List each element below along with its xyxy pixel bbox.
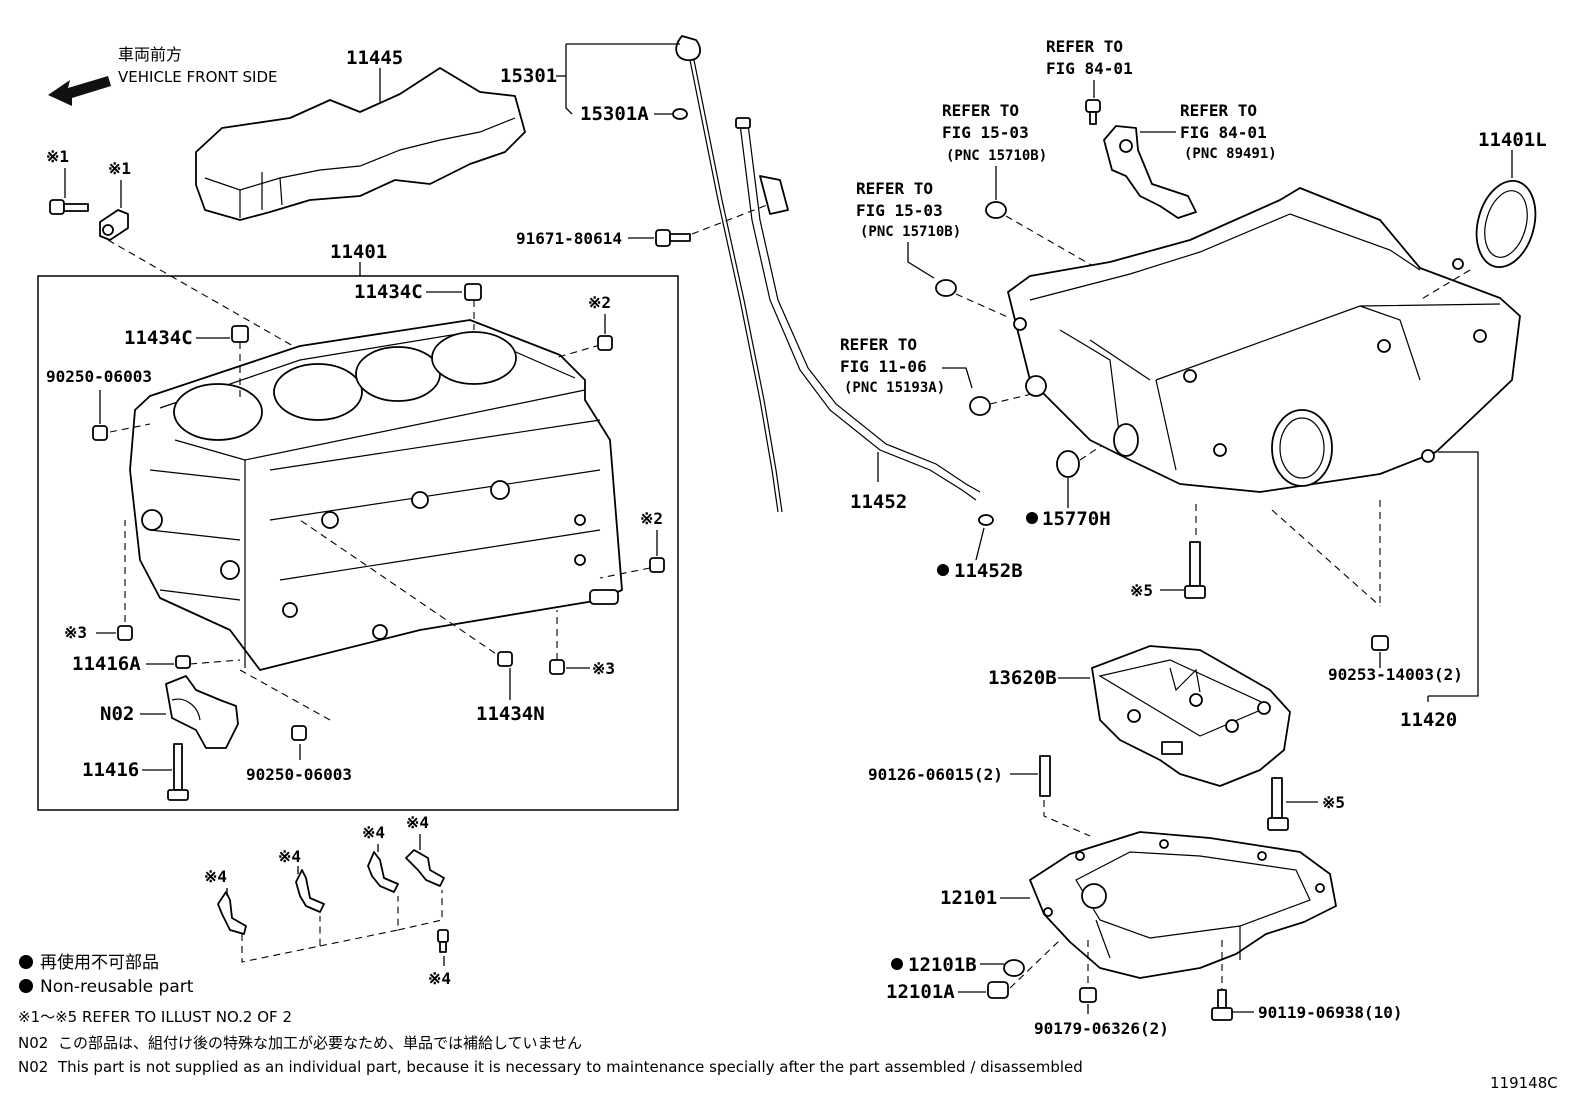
bolt-refer-84-icon	[1085, 99, 1101, 125]
refer-note-5-line3: (PNC 15193A)	[844, 380, 945, 396]
label-90250-top: 90250-06003	[46, 367, 152, 386]
marker-1-bolt: ※1	[46, 147, 69, 166]
vehicle-front-indicator: 車両前方 VEHICLE FRONT SIDE	[48, 45, 278, 106]
part-11420-crankcase	[1007, 187, 1521, 493]
marker-4-clip-3: ※4	[362, 823, 385, 842]
part-11401L-oil-seal	[1475, 179, 1537, 269]
refer-note-3-line3: (PNC 15710B)	[946, 148, 1047, 164]
legend: 再使用不可部品 Non-reusable part ※1～※5 REFER TO…	[18, 952, 1083, 1076]
marker-2-right: ※2	[640, 509, 663, 528]
label-15770H: 15770H	[1042, 508, 1111, 530]
marker-4-clips: ※4 ※4 ※4 ※4 ※4	[204, 813, 451, 988]
legend-nonreusable-en: Non-reusable part	[40, 977, 194, 997]
part-11401-cylinder-block	[129, 319, 623, 671]
marker-5-upper: ※5	[1130, 581, 1153, 600]
refer-note-1-line1: REFER TO	[1046, 37, 1123, 56]
label-11434C-left: 11434C	[124, 327, 193, 349]
front-label-jp: 車両前方	[118, 45, 182, 64]
marker-4-clip-2: ※4	[278, 847, 301, 866]
nonreusable-dot-legend-en	[19, 979, 33, 993]
marker-2-top: ※2	[588, 293, 611, 312]
label-N02: N02	[100, 703, 134, 725]
label-11416A: 11416A	[72, 653, 141, 675]
bolt-marker-5-upper-icon	[1184, 541, 1206, 599]
legend-n02-en-text: This part is not supplied as an individu…	[57, 1058, 1083, 1076]
part-15301-dipstick	[675, 35, 783, 513]
refer-note-4-line3: (PNC 15710B)	[860, 224, 961, 240]
nonreusable-dot-12101B	[891, 958, 903, 970]
label-12101B: 12101B	[908, 954, 977, 976]
refer-note-3-line1: REFER TO	[942, 101, 1019, 120]
label-90253-14003: 90253-14003(2)	[1328, 665, 1463, 684]
figure-id: 119148C	[1490, 1074, 1558, 1092]
label-11416: 11416	[82, 759, 139, 781]
label-13620B: 13620B	[988, 667, 1057, 689]
nonreusable-dot-11452B	[937, 564, 949, 576]
refer-note-1-line2: FIG 84-01	[1046, 59, 1133, 78]
legend-n02-en-label: N02	[18, 1058, 48, 1076]
label-11452B: 11452B	[954, 560, 1023, 582]
stud-90126-icon	[1039, 755, 1051, 797]
cylinder-block-frame	[37, 275, 679, 811]
label-11434N: 11434N	[476, 703, 545, 725]
bolt-marker-5-lower-icon	[1267, 777, 1289, 831]
part-11445-insulator: 11445	[195, 47, 526, 221]
label-90119-06938: 90119-06938(10)	[1258, 1003, 1403, 1022]
refer-note-5-line1: REFER TO	[840, 335, 917, 354]
part-12101A-drain-plug	[987, 981, 1009, 999]
refer-note-2-line3: (PNC 89491)	[1184, 146, 1277, 162]
label-90179-06326: 90179-06326(2)	[1034, 1019, 1169, 1038]
part-11452-guide-tube	[735, 117, 981, 501]
refer-note-4-line1: REFER TO	[856, 179, 933, 198]
marker-3-left: ※3	[64, 623, 87, 642]
label-15301A: 15301A	[580, 103, 649, 125]
part-11416-bolt	[167, 743, 189, 801]
label-15301: 15301	[500, 65, 557, 87]
legend-n02-jp-label: N02	[18, 1034, 48, 1052]
front-arrow-icon	[48, 76, 111, 106]
part-12101-oil-pan	[1029, 831, 1337, 979]
marker-1-parts: ※1 ※1	[46, 147, 301, 351]
legend-nonreusable-jp: 再使用不可部品	[40, 952, 159, 973]
label-90250-bottom: 90250-06003	[246, 765, 352, 784]
refer-note-4-line2: FIG 15-03	[856, 201, 943, 220]
label-90126-06015: 90126-06015(2)	[868, 765, 1003, 784]
bolt-icon	[49, 199, 89, 215]
nonreusable-dot-legend-jp	[19, 955, 33, 969]
sensor-bracket-icon	[1103, 125, 1197, 219]
marker-4-clip-1: ※4	[204, 867, 227, 886]
nut-90179-icon	[1079, 987, 1097, 1003]
marker-4-clip-4: ※4	[406, 813, 429, 832]
bracket-icon	[99, 209, 129, 241]
label-11452: 11452	[850, 491, 907, 513]
bolt-90119-icon	[1211, 989, 1233, 1021]
marker-4-bolt: ※4	[428, 969, 451, 988]
label-12101: 12101	[940, 887, 997, 909]
label-11420: 11420	[1400, 709, 1457, 731]
bolt-marker-4-icon	[437, 929, 449, 953]
legend-refer-illust: ※1～※5 REFER TO ILLUST NO.2 OF 2	[18, 1008, 292, 1026]
label-11445: 11445	[346, 47, 403, 69]
label-11434C-top: 11434C	[354, 281, 423, 303]
front-label-en: VEHICLE FRONT SIDE	[118, 68, 278, 86]
marker-1-bracket: ※1	[108, 159, 131, 178]
nonreusable-dot-15770H	[1026, 512, 1038, 524]
label-11401: 11401	[330, 241, 387, 263]
legend-n02-jp-text: この部品は、組付け後の特殊な加工が必要なため、単品では補給していません	[58, 1034, 582, 1052]
refer-note-2-line2: FIG 84-01	[1180, 123, 1267, 142]
part-13620B-oil-pump	[1091, 645, 1291, 787]
label-12101A: 12101A	[886, 981, 955, 1003]
marker-5-lower: ※5	[1322, 793, 1345, 812]
refer-note-2-line1: REFER TO	[1180, 101, 1257, 120]
marker-3-right: ※3	[592, 659, 615, 678]
refer-note-5-line2: FIG 11-06	[840, 357, 927, 376]
bolt-91671-icon	[655, 229, 691, 247]
dowel-pins	[92, 283, 665, 741]
label-11401L: 11401L	[1478, 129, 1547, 151]
refer-note-3-line2: FIG 15-03	[942, 123, 1029, 142]
label-91671-80614: 91671-80614	[516, 229, 622, 248]
part-N02-bearing-cap	[165, 675, 239, 749]
